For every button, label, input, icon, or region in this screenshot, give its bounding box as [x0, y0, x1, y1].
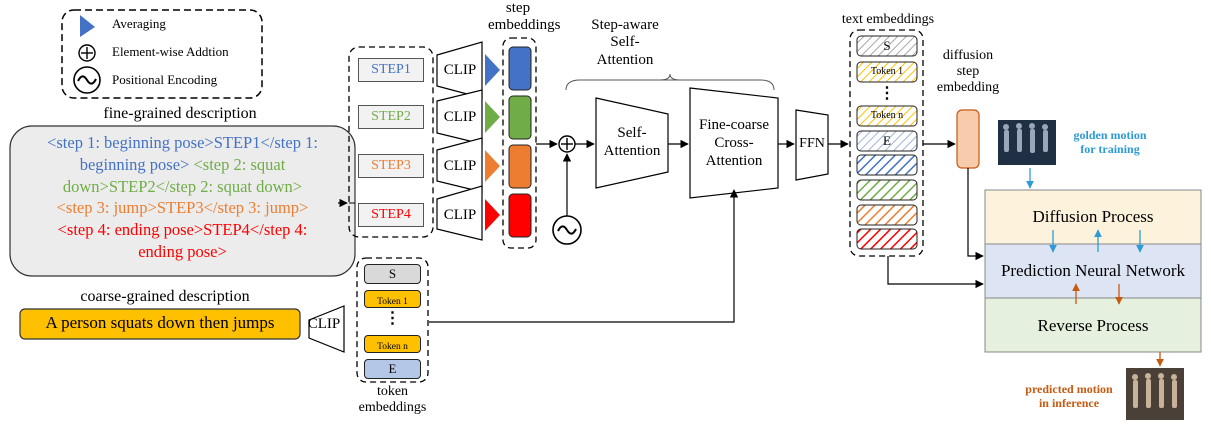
step-embedding-4 [508, 193, 532, 238]
golden-motion-label: golden motion for training [1073, 128, 1147, 157]
averaging-icon-2 [485, 101, 500, 133]
prediction-network-box [984, 243, 1202, 299]
positional-encoding-icon [73, 66, 101, 94]
predicted-motion-figure [1126, 368, 1184, 420]
fine-line-3: down>STEP2</step 2: squat down> [62, 176, 303, 196]
cross-attention-block [689, 87, 779, 199]
cross-attention-label: Fine-coarse Cross- Attention [699, 117, 769, 169]
token-1-label: Token 1 [377, 297, 408, 307]
step-embedding-2 [508, 95, 532, 140]
averaging-icon-1 [485, 54, 500, 86]
golden-motion-arrow [1026, 168, 1144, 253]
clip-label-1: CLIP [443, 62, 477, 78]
token-e-label: E [388, 361, 397, 376]
fine-line-2b: <step 2: squat [189, 154, 286, 174]
text-emb-token1: Token 1 [870, 66, 904, 77]
step-label-1: STEP1 [358, 58, 424, 82]
step-label-2: STEP2 [358, 105, 424, 129]
token-e: E [364, 359, 421, 379]
legend-box [61, 9, 263, 99]
clip-label-2: CLIP [443, 109, 477, 125]
step-embedding-1 [508, 46, 532, 91]
prediction-network-label: Prediction Neural Network [1000, 261, 1186, 280]
text-embeddings-title: text embeddings [841, 12, 935, 27]
fine-line-6: ending pose> [138, 241, 227, 261]
token-n: Token n [364, 335, 421, 353]
fine-grained-box [9, 125, 356, 277]
self-attention-block [595, 97, 669, 189]
clip-label-3: CLIP [443, 158, 477, 174]
text-embeddings-container [849, 29, 924, 257]
self-attention-label: Self- Attention [603, 125, 661, 159]
step-embeddings-title: step embeddings [488, 0, 561, 33]
fine-line-4: <step 3: jump>STEP3</step 3: jump> [56, 198, 309, 218]
step-aware-title: Step-aware Self- Attention [591, 17, 659, 68]
reverse-process-label: Reverse Process [1037, 316, 1149, 335]
text-emb-dots: ⋮ [879, 85, 895, 102]
averaging-icon-4 [485, 199, 500, 231]
clip-encoders [308, 41, 483, 353]
legend-averaging-label: Averaging [112, 16, 166, 31]
step-aware-bracket [565, 73, 775, 91]
predicted-motion-label: predicted motion in inference [1025, 382, 1113, 411]
token-dots: ⋮ [384, 310, 401, 327]
averaging-icon [80, 15, 95, 37]
text-emb-tokenn: Token n [870, 110, 904, 121]
coarse-grained-text: A person squats down then jumps [45, 313, 275, 332]
predicted-motion-arrow [1072, 283, 1164, 367]
averaging-icon-3 [485, 150, 500, 182]
legend-positional-label: Positional Encoding [112, 72, 218, 87]
token-1: Token 1 [364, 290, 421, 308]
step-embedding-3 [508, 144, 532, 189]
fine-grained-title: fine-grained description [103, 105, 257, 122]
reverse-process-box [984, 297, 1202, 353]
clip-label-coarse: CLIP [307, 316, 341, 332]
clip-label-4: CLIP [443, 207, 477, 223]
diffusion-process-box [984, 189, 1202, 245]
diffusion-step-embedding [956, 109, 980, 169]
text-emb-e: E [883, 133, 891, 148]
diffusion-process-label: Diffusion Process [1032, 207, 1154, 226]
golden-motion-figure [998, 120, 1056, 165]
element-wise-addition-icon [78, 44, 96, 62]
step-container [348, 46, 434, 238]
text-emb-s: S [883, 38, 891, 53]
coarse-grained-box [19, 308, 301, 340]
step-label-4: STEP4 [358, 203, 424, 227]
step-label-3: STEP3 [358, 154, 424, 178]
legend-addition-label: Element-wise Addtion [112, 44, 229, 59]
fine-line-2: beginning pose> [79, 154, 190, 174]
token-embeddings-container [356, 257, 429, 383]
step-embeddings-container [502, 37, 537, 249]
token-s-label: S [388, 266, 397, 281]
ffn-block [795, 109, 829, 181]
token-s: S [364, 264, 421, 284]
coarse-grained-title: coarse-grained description [80, 288, 250, 305]
token-n-label: Token n [377, 342, 408, 352]
fine-line-1: <step 1: beginning pose>STEP1</step 1: [47, 133, 318, 152]
flow-arrows [338, 139, 984, 323]
fine-line-5: <step 4: ending pose>STEP4</step 4: [57, 220, 308, 240]
token-embeddings-title: token embeddings [358, 384, 427, 416]
fine-grained-text: <step 1: beginning pose>STEP1</step 1: b… [10, 126, 355, 276]
ffn-label: FFN [799, 136, 825, 151]
diffusion-step-title: diffusion step embedding [936, 48, 1000, 96]
